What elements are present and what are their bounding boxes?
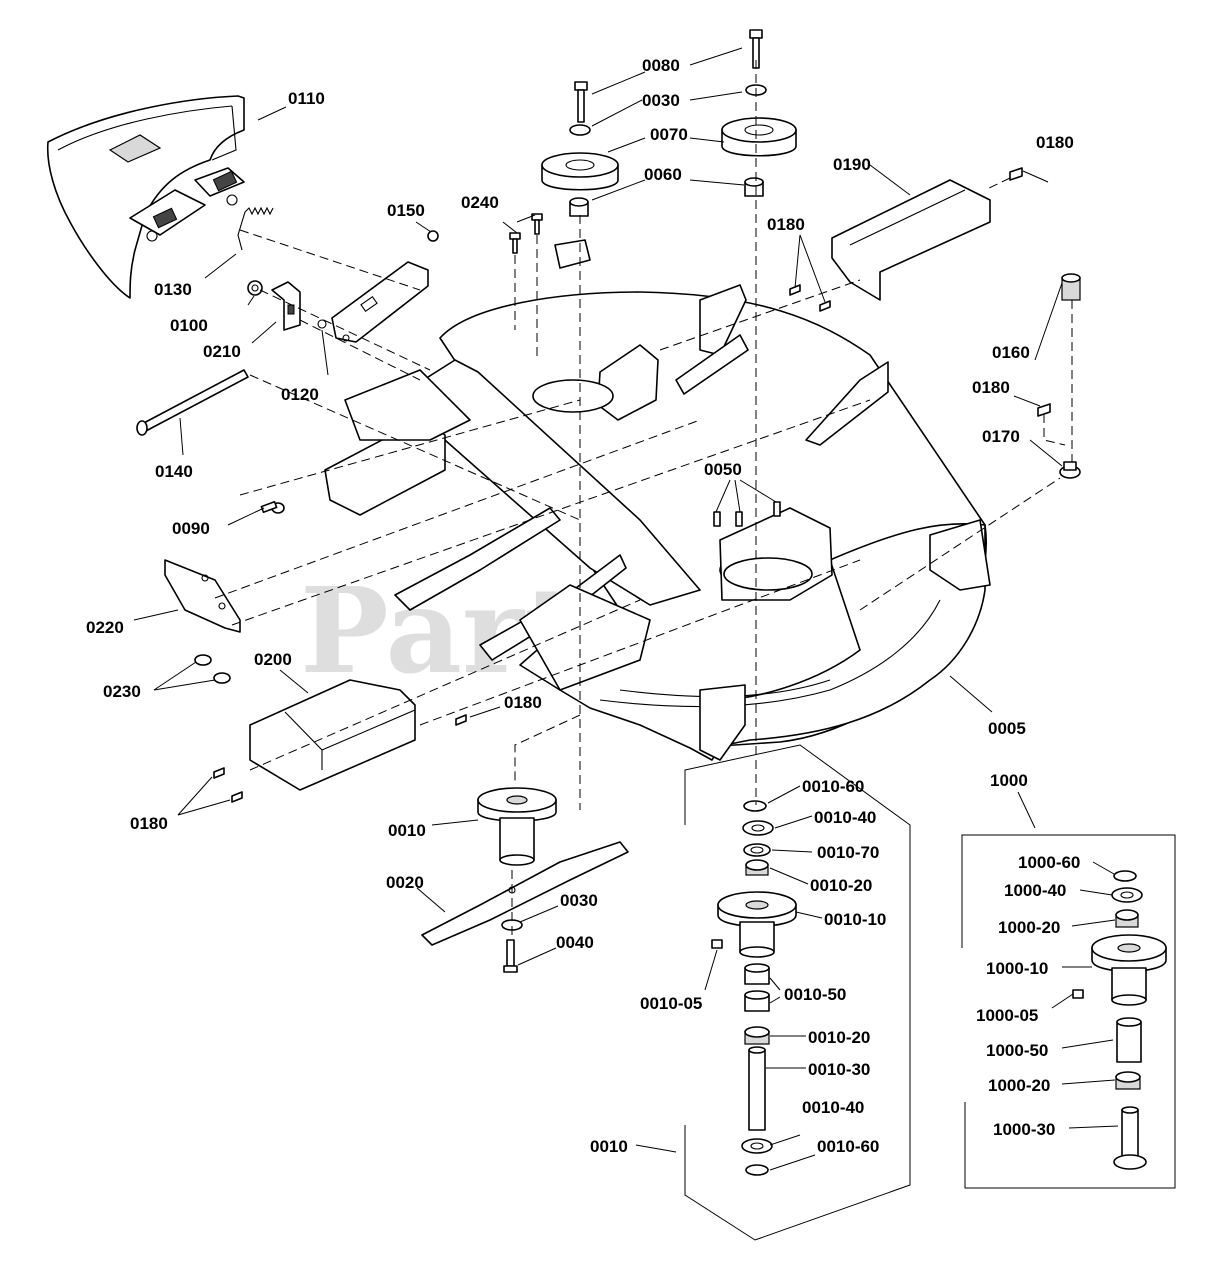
label-0180-right: 0180 <box>972 378 1010 397</box>
discharge-chute-0110 <box>46 95 245 299</box>
label-0010-60-top: 0010-60 <box>802 777 864 796</box>
label-0220: 0220 <box>86 618 124 637</box>
label-0005: 0005 <box>988 719 1026 738</box>
label-0190: 0190 <box>833 155 871 174</box>
label-0060: 0060 <box>644 165 682 184</box>
label-0010-20-top: 0010-20 <box>810 876 872 895</box>
nut-0230-b <box>213 672 231 684</box>
label-1000-30: 1000-30 <box>993 1120 1055 1139</box>
bracket-0220 <box>164 559 241 633</box>
kit-1000-box <box>961 834 1176 1189</box>
fitting-0170 <box>1059 461 1081 479</box>
deck-crossmember <box>324 359 701 691</box>
alignment-lines <box>214 60 1073 940</box>
label-0180-lower: 0180 <box>130 814 168 833</box>
label-0130: 0130 <box>154 280 192 299</box>
spring-0130 <box>237 206 274 251</box>
label-0080: 0080 <box>642 56 680 75</box>
label-0160: 0160 <box>992 343 1030 362</box>
part-labels: 0080 0030 0070 0060 0110 0180 0190 0150 … <box>86 56 1080 1156</box>
chute-bracket-0120 <box>317 230 439 343</box>
label-0230: 0230 <box>103 682 141 701</box>
label-0180-top: 0180 <box>1036 133 1074 152</box>
leader-lines <box>133 47 1119 1171</box>
screw-0180-mid-b <box>819 300 831 312</box>
label-0030-top: 0030 <box>642 91 680 110</box>
label-0030-blade: 0030 <box>560 891 598 910</box>
label-0110: 0110 <box>288 89 325 108</box>
label-0010-70: 0010-70 <box>817 843 879 862</box>
label-0070: 0070 <box>650 125 688 144</box>
screw-0180-b <box>231 791 243 803</box>
label-0240: 0240 <box>461 193 499 212</box>
nut-0160 <box>1061 273 1081 301</box>
pulley-0070-right <box>721 117 797 157</box>
label-0040: 0040 <box>556 933 594 952</box>
rod-0140 <box>136 369 249 436</box>
spacer-0060-left <box>569 197 589 217</box>
screw-0180-0200 <box>455 714 467 726</box>
label-0010-40-top: 0010-40 <box>814 808 876 827</box>
label-1000-20-bottom: 1000-20 <box>988 1076 1050 1095</box>
screw-0180-mid-a <box>789 284 801 296</box>
bolts-0240 <box>509 213 543 254</box>
label-1000-40: 1000-40 <box>1004 881 1066 900</box>
label-0010-30: 0010-30 <box>808 1060 870 1079</box>
label-1000-20-top: 1000-20 <box>998 918 1060 937</box>
label-1000-50: 1000-50 <box>986 1041 1048 1060</box>
spindle-0010 <box>477 787 557 866</box>
kit-1000-parts <box>1072 870 1167 1170</box>
screw-0180-top <box>1009 167 1023 181</box>
label-0010-20-bottom: 0010-20 <box>808 1028 870 1047</box>
label-0010-10: 0010-10 <box>824 910 886 929</box>
spacer-0060-right <box>744 177 764 197</box>
belt-cover-0200 <box>249 679 416 791</box>
spindle-kit-outline <box>684 744 911 1241</box>
bolt-0090 <box>260 500 285 514</box>
label-0180-mid: 0180 <box>767 215 805 234</box>
label-0210: 0210 <box>203 342 241 361</box>
label-0200: 0200 <box>254 650 292 669</box>
label-1000-60: 1000-60 <box>1018 853 1080 872</box>
label-0090: 0090 <box>172 519 210 538</box>
label-0010-60-bottom: 0010-60 <box>817 1137 879 1156</box>
screw-0180-right <box>1037 403 1051 417</box>
label-1000-05: 1000-05 <box>976 1006 1038 1025</box>
belt-cover-0190 <box>831 179 991 301</box>
label-0010-05: 0010-05 <box>640 994 702 1013</box>
label-1000-10: 1000-10 <box>986 959 1048 978</box>
label-0140: 0140 <box>155 462 193 481</box>
nut-0230-a <box>194 654 212 666</box>
label-0010-50: 0010-50 <box>784 985 846 1004</box>
label-0170: 0170 <box>982 427 1020 446</box>
nut-0100 <box>247 280 263 296</box>
screws-0050 <box>713 501 781 527</box>
deck-brackets <box>554 239 991 761</box>
label-0010-40-bottom: 0010-40 <box>802 1098 864 1117</box>
label-1000: 1000 <box>990 771 1028 790</box>
bolt-0040 <box>503 939 518 973</box>
label-0100: 0100 <box>170 316 208 335</box>
spindle-kit-parts <box>711 800 797 1176</box>
label-0180-0200: 0180 <box>504 693 542 712</box>
clip-0210 <box>271 281 301 331</box>
label-0010-kit: 0010 <box>590 1137 628 1156</box>
pulley-0070-left <box>541 152 619 191</box>
screw-0180-a <box>213 767 225 779</box>
washer-0030-left <box>569 124 591 136</box>
label-0150: 0150 <box>387 201 425 220</box>
label-0120: 0120 <box>281 385 319 404</box>
label-0050: 0050 <box>704 460 742 479</box>
bolt-0080-left <box>574 81 588 123</box>
label-0020: 0020 <box>386 873 424 892</box>
label-0010-spindle: 0010 <box>388 821 426 840</box>
